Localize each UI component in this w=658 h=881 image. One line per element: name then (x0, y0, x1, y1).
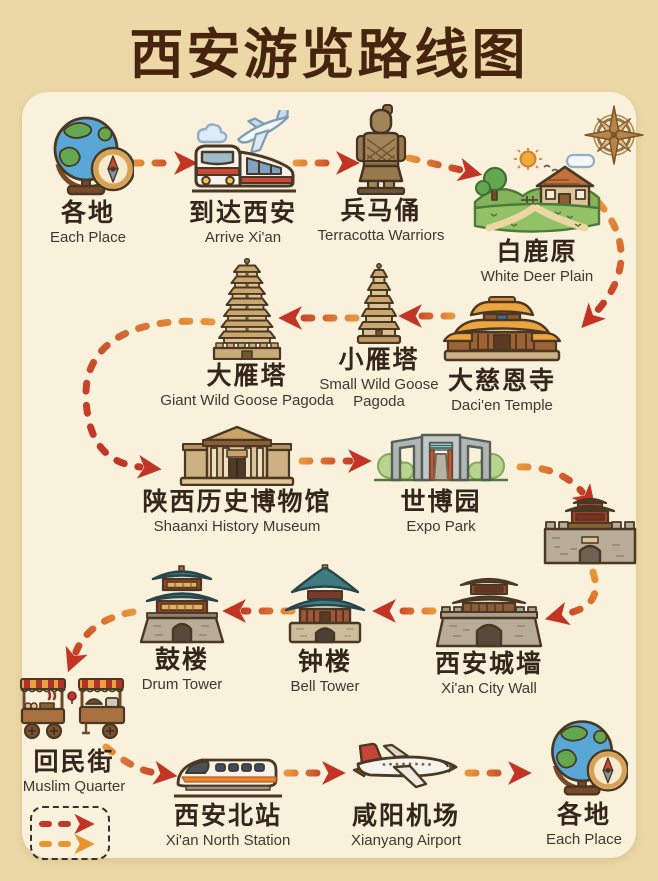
train-plane-icon (184, 103, 302, 197)
stop-name-en: Xi'an City Wall (441, 679, 537, 697)
stop-drum-tower: 鼓楼 Drum Tower (117, 560, 247, 693)
stop-name-zh: 大慈恩寺 (447, 367, 556, 395)
stop-small-wild-goose-pagoda: 小雁塔 Small Wild Goose Pagoda (304, 262, 454, 410)
hsr-train-icon (172, 746, 284, 800)
stop-name-en: Muslim Quarter (22, 777, 126, 795)
stop-name-zh: 到达西安 (188, 199, 297, 227)
stop-name-en: Xianyang Airport (350, 831, 462, 849)
stop-name-en: Xi'an North Station (165, 831, 291, 849)
waypoint-gate-tower-icon (540, 494, 640, 566)
stop-name-zh: 咸阳机场 (351, 802, 460, 830)
stop-arrive-xian: 到达西安 Arrive Xi'an (168, 103, 318, 246)
terracotta-warrior-icon (349, 103, 413, 196)
stop-dacien-temple: 大慈恩寺 Daci'en Temple (422, 293, 582, 414)
drum-tower-icon (131, 560, 233, 644)
stop-name-zh: 小雁塔 (338, 346, 420, 374)
stop-name-zh: 西安北站 (173, 802, 282, 830)
farm-landscape-icon (471, 146, 603, 236)
stop-name-en: Terracotta Warriors (317, 226, 445, 244)
expo-gate-icon (370, 428, 512, 486)
stop-name-en: Small Wild Goose Pagoda (319, 375, 439, 410)
stop-name-zh: 回民街 (33, 748, 115, 776)
stop-white-deer-plain: 白鹿原 White Deer Plain (457, 146, 617, 285)
stop-name-en: Giant Wild Goose Pagoda (160, 391, 334, 409)
stop-xianyang-airport: 咸阳机场 Xianyang Airport (326, 742, 486, 849)
stop-name-en: Shaanxi History Museum (153, 517, 321, 535)
big-pagoda-icon (207, 257, 287, 361)
stop-shaanxi-history-museum: 陕西历史博物馆 Shaanxi History Museum (122, 424, 352, 535)
stop-name-zh: 陕西历史博物馆 (142, 488, 332, 516)
stop-xian-north-station: 西安北站 Xi'an North Station (148, 746, 308, 849)
stop-terracotta-warriors: 兵马俑 Terracotta Warriors (296, 103, 466, 244)
stop-name-zh: 兵马俑 (340, 197, 422, 225)
food-carts-icon (20, 676, 128, 746)
museum-icon (173, 424, 301, 487)
stop-name-en: Daci'en Temple (451, 396, 553, 414)
airplane-icon (350, 742, 462, 800)
stop-expo-park: 世博园 Expo Park (361, 428, 521, 535)
stop-name-zh: 钟楼 (297, 648, 352, 676)
stop-each-place-start: 各地 Each Place (18, 112, 158, 246)
stop-name-zh: 西安城墙 (434, 650, 543, 678)
stop-bell-tower: 钟楼 Bell Tower (260, 562, 390, 695)
stop-name-en: Each Place (546, 830, 622, 848)
stop-name-en: White Deer Plain (480, 267, 594, 285)
stop-xian-city-wall: 西安城墙 Xi'an City Wall (414, 568, 564, 697)
stop-name-zh: 各地 (60, 199, 115, 227)
stop-giant-wild-goose-pagoda: 大雁塔 Giant Wild Goose Pagoda (132, 257, 362, 409)
stop-name-en: Arrive Xi'an (204, 228, 282, 246)
stop-name-en: Drum Tower (141, 675, 223, 693)
globe-compass-icon (540, 714, 630, 799)
globe-compass-icon (42, 112, 136, 197)
city-wall-icon (433, 568, 545, 648)
stop-name-zh: 世博园 (400, 488, 482, 516)
temple-icon (442, 293, 562, 365)
stop-name-zh: 鼓楼 (154, 646, 209, 674)
stop-each-place-end: 各地 Each Place (519, 714, 649, 848)
compass-rose-icon (583, 104, 645, 166)
route-legend (30, 806, 110, 860)
small-pagoda-icon (354, 262, 404, 345)
stop-name-zh: 各地 (556, 801, 611, 829)
stop-name-en: Each Place (50, 228, 126, 246)
stop-name-en: Expo Park (406, 517, 476, 535)
city-gate-tower-icon (542, 494, 638, 566)
stop-name-zh: 白鹿原 (496, 238, 578, 266)
page-title: 西安游览路线图 (129, 25, 529, 85)
stop-name-zh: 大雁塔 (206, 362, 288, 390)
bell-tower-icon (278, 562, 372, 646)
stop-name-en: Bell Tower (290, 677, 360, 695)
stop-muslim-quarter: 回民街 Muslim Quarter (4, 676, 144, 795)
